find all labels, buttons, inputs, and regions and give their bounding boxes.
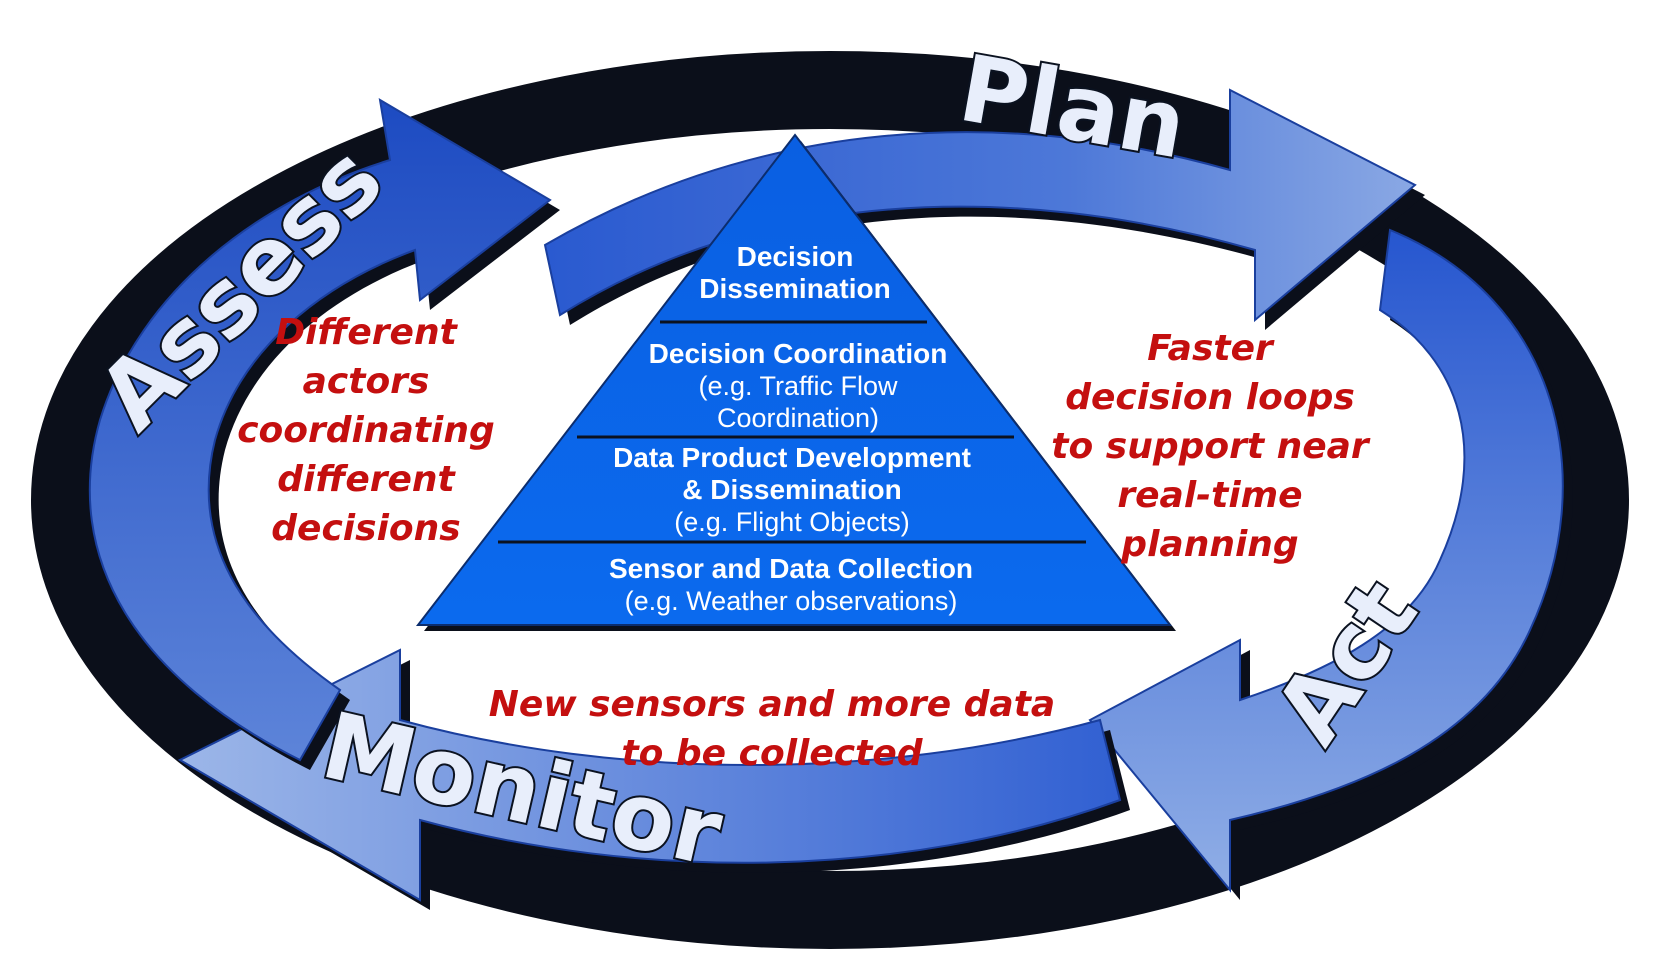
note-right-line: Faster bbox=[1147, 328, 1275, 369]
note-right-line: real-time bbox=[1117, 475, 1302, 516]
note-right: Faster decision loops to support near re… bbox=[1051, 328, 1371, 565]
note-bottom-line: New sensors and more data bbox=[489, 684, 1055, 725]
note-left: Different actors coordinating different … bbox=[237, 312, 495, 549]
note-right-line: planning bbox=[1120, 524, 1298, 565]
tier1-line1: Decision bbox=[737, 241, 854, 272]
tier2-sub2: Coordination) bbox=[717, 403, 879, 433]
note-left-line: actors bbox=[303, 361, 430, 402]
note-right-line: decision loops bbox=[1065, 377, 1355, 418]
note-bottom: New sensors and more data to be collecte… bbox=[489, 684, 1055, 774]
note-left-line: decisions bbox=[271, 508, 460, 549]
tier3-title2: & Dissemination bbox=[682, 474, 901, 505]
note-right-line: to support near bbox=[1051, 426, 1371, 467]
tier4-sub: (e.g. Weather observations) bbox=[625, 586, 958, 616]
note-left-line: different bbox=[277, 459, 456, 500]
note-bottom-line: to be collected bbox=[621, 733, 923, 774]
assess-arrow bbox=[88, 98, 560, 770]
note-left-line: coordinating bbox=[237, 410, 495, 451]
act-arrow bbox=[1088, 228, 1573, 900]
pyramid: Decision Dissemination Decision Coordina… bbox=[415, 133, 1176, 631]
tier4-title: Sensor and Data Collection bbox=[609, 553, 973, 584]
note-left-line: Different bbox=[275, 312, 458, 353]
cycle-shadow bbox=[31, 51, 1629, 949]
tier1-line2: Dissemination bbox=[699, 273, 890, 304]
tier2-sub1: (e.g. Traffic Flow bbox=[698, 371, 898, 401]
tier3-sub: (e.g. Flight Objects) bbox=[674, 507, 910, 537]
tier2-title: Decision Coordination bbox=[649, 338, 948, 369]
tier3-title1: Data Product Development bbox=[613, 442, 971, 473]
